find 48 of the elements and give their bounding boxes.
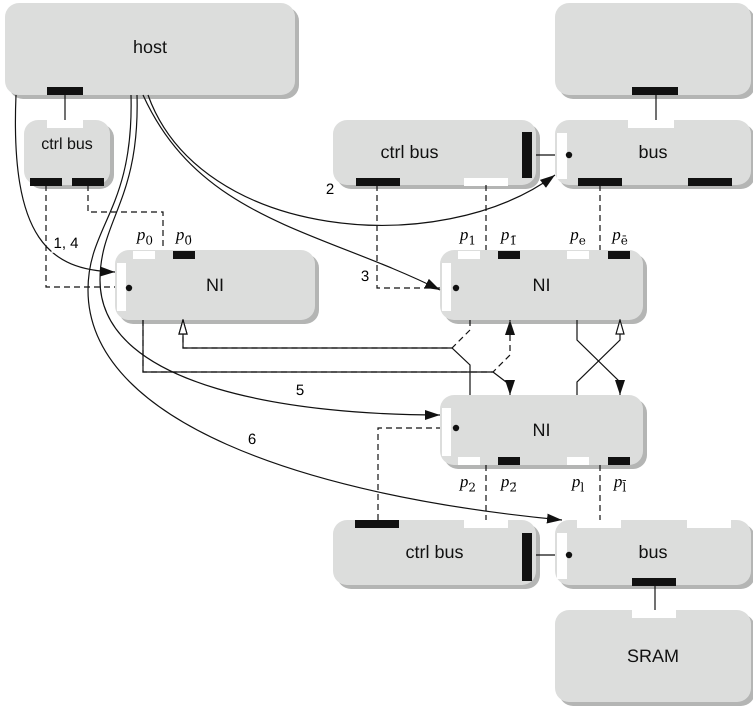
connector-line [654, 585, 656, 610]
component-box [440, 250, 643, 320]
connector-arrow [142, 94, 440, 291]
connector-line [45, 185, 115, 288]
component-label: ctrl bus [405, 542, 464, 563]
connector-arrow [142, 320, 515, 395]
connector-line [536, 554, 555, 556]
component-label: bus [638, 142, 668, 163]
connector-line [599, 185, 601, 250]
port-label: p$_{e}$ [570, 226, 586, 248]
connector-line [485, 465, 487, 520]
port-label: p$_{0}$ [136, 226, 154, 248]
component-label: host [132, 36, 168, 58]
component-label: ctrl bus [41, 136, 93, 154]
port-label: p$_{l̄}$ [614, 473, 626, 495]
component-box [115, 250, 315, 320]
connector-line [376, 185, 440, 289]
edge-label: 1, 4 [51, 236, 81, 252]
port-label: p$_{2̄}$ [500, 473, 518, 495]
connector-line [655, 95, 657, 120]
component-box [5, 3, 295, 95]
connector-line [485, 185, 487, 250]
component-box [333, 120, 536, 185]
connector-arrow [178, 319, 471, 395]
component-box [333, 520, 536, 585]
port-label: p$_{2}$ [460, 473, 476, 495]
connector-arrow [14, 95, 116, 276]
connector-line [377, 427, 440, 520]
component-label: SRAM [626, 646, 679, 666]
component-label: bus [638, 542, 668, 563]
port-label: p$_{1}$ [460, 226, 476, 248]
component-label: NI [206, 274, 224, 296]
port-label: p$_{0̄}$ [176, 226, 192, 248]
connector-arrow [147, 94, 556, 226]
connector-line [64, 95, 66, 120]
component-label: ctrl bus [380, 142, 439, 163]
connector-line [536, 154, 555, 156]
connector-arrow [87, 95, 562, 524]
component-label: NI [532, 274, 550, 296]
component-box [440, 395, 643, 465]
component-box [555, 3, 751, 95]
component-box [555, 610, 751, 702]
connector-line [599, 465, 601, 520]
connector-arrow [99, 95, 440, 420]
port-label: p$_{1̄}$ [500, 226, 518, 248]
port-label: p$_{l}$ [572, 473, 584, 495]
component-label: NI [532, 420, 550, 440]
port-label: p$_{ē}$ [612, 226, 628, 248]
